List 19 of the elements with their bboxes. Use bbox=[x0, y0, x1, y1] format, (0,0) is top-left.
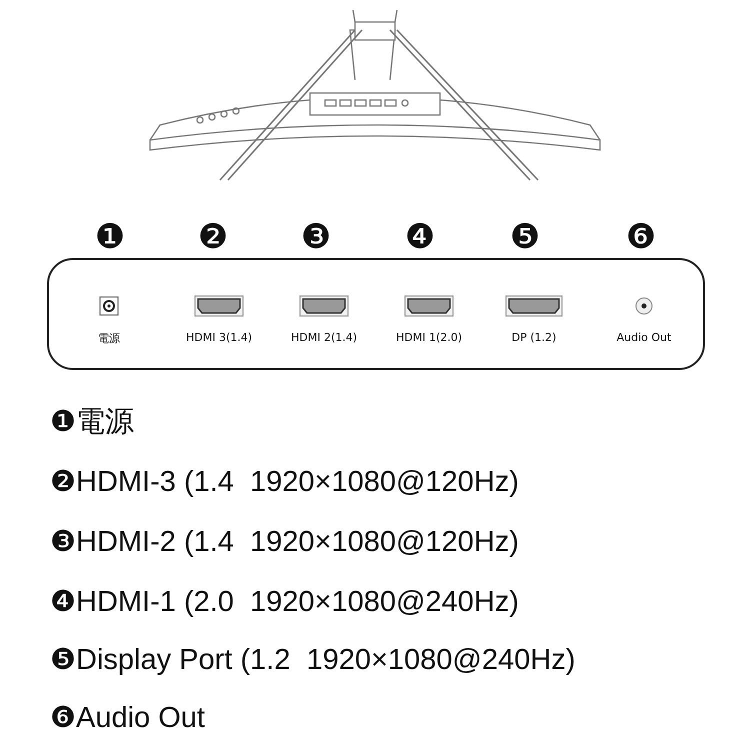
port-label: HDMI 1(2.0) bbox=[396, 331, 462, 344]
callout-number: ❷ bbox=[198, 220, 228, 254]
port-description: ❻Audio Out bbox=[50, 701, 205, 735]
port-description: ❸HDMI-2 (1.4 1920×1080@120Hz) bbox=[50, 525, 519, 559]
port-label: Audio Out bbox=[616, 331, 672, 344]
callout-number: ❶ bbox=[94, 220, 126, 254]
callout-number: ❹ bbox=[404, 220, 436, 254]
port-panel bbox=[47, 258, 705, 370]
port-description: ❹HDMI-1 (2.0 1920×1080@240Hz) bbox=[50, 585, 519, 619]
port-label: HDMI 3(1.4) bbox=[186, 331, 252, 344]
port-description: ❺Display Port (1.2 1920×1080@240Hz) bbox=[50, 643, 576, 677]
port-label: HDMI 2(1.4) bbox=[290, 331, 358, 344]
port-label: 電源 bbox=[98, 331, 120, 346]
callout-number: ❻ bbox=[626, 220, 656, 254]
port-description: ❶電源 bbox=[50, 405, 134, 439]
callout-number: ❸ bbox=[300, 220, 332, 254]
port-description: ❷HDMI-3 (1.4 1920×1080@120Hz) bbox=[50, 465, 519, 499]
port-label: DP (1.2) bbox=[512, 331, 556, 344]
callout-number: ❺ bbox=[510, 220, 540, 254]
